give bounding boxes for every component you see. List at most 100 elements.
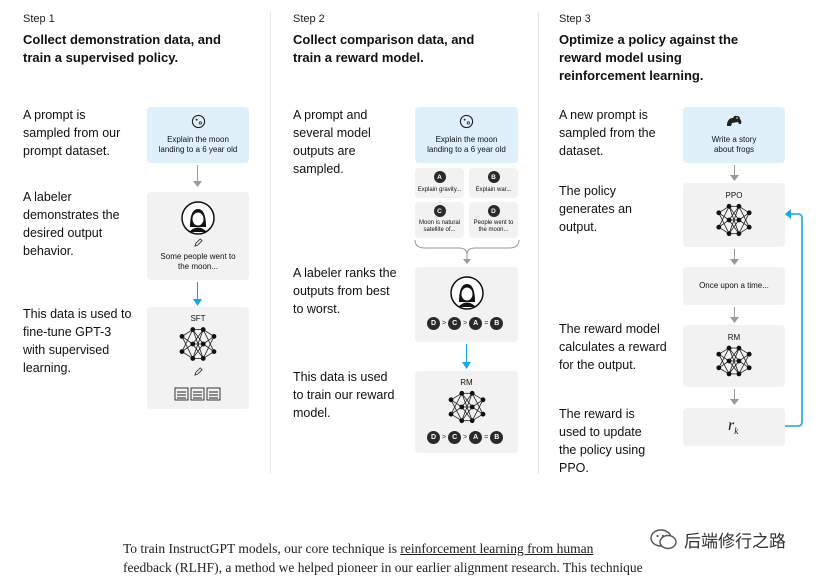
arrowhead-step3-d	[730, 399, 739, 405]
step1-demo-text: Some people went to the moon...	[160, 252, 236, 271]
step3-output-box: Once upon a time...	[683, 267, 785, 305]
output-d-box: D People went to the moon...	[469, 202, 518, 238]
arrow-step1-a	[197, 165, 198, 185]
step1-title: Collect demonstration data, and train a …	[23, 32, 221, 65]
rank-item: C	[448, 317, 462, 330]
rm-neural-net-icon	[448, 390, 486, 424]
step3-output-text: Once upon a time...	[699, 281, 769, 290]
arrowhead-step1-b	[193, 299, 202, 306]
rank-item: C	[448, 431, 462, 444]
step1-desc-finetune: This data is used to fine-tune GPT-3 wit…	[23, 307, 132, 375]
rm-label: RM	[460, 378, 473, 387]
step3-ppo-box: PPO	[683, 183, 785, 247]
step2-desc-train: This data is used to train our reward mo…	[293, 370, 395, 420]
step3-desc-policy: The policy generates an output.	[559, 184, 632, 234]
output-b-text: Explain war...	[475, 187, 512, 193]
reward-r: r	[728, 417, 735, 434]
arrowhead-step3-a	[730, 175, 739, 181]
step1-demo-box: Some people went to the moon...	[147, 192, 249, 280]
step2-desc-rank: A labeler ranks the outputs from best to…	[293, 266, 397, 316]
rank-item: A	[469, 317, 483, 330]
rank-op: >	[442, 434, 447, 441]
output-a-text: Explain gravity...	[417, 187, 462, 193]
moon-icon	[191, 114, 206, 129]
ranking-row: D > C > A = B	[427, 317, 504, 330]
rank-item: A	[469, 431, 483, 444]
rank-item: D	[427, 317, 440, 330]
rank-op: >	[463, 320, 468, 327]
arrowhead-step3-b	[730, 259, 739, 265]
step3-number: Step 3	[559, 13, 591, 25]
step2-desc-sampled: A prompt and several model outputs are s…	[293, 108, 371, 176]
pencil-icon	[194, 238, 203, 247]
rank-item: D	[427, 431, 440, 444]
body-line1-text: To train InstructGPT models, our core te…	[123, 541, 401, 556]
step2-rm-box: RM D > C > A = B	[415, 371, 518, 453]
sft-neural-net-icon	[179, 327, 217, 361]
output-c-badge: C	[433, 205, 446, 217]
output-d-text: People went to the moon...	[473, 220, 514, 233]
step2-title: Collect comparison data, and train a rew…	[293, 32, 475, 65]
watermark-text: 后端修行之路	[684, 532, 786, 551]
frog-icon	[727, 115, 742, 126]
arrow-step3-d	[734, 389, 735, 401]
step2-prompt-box: Explain the moon landing to a 6 year old	[415, 107, 518, 163]
rlhf-link[interactable]: reinforcement learning from human	[400, 541, 594, 556]
ppo-label: PPO	[725, 191, 743, 200]
arrow-step3-a	[734, 165, 735, 177]
body-paragraph: To train InstructGPT models, our core te…	[123, 539, 703, 577]
rank-op: >	[442, 320, 447, 327]
output-b-box: B Explain war...	[469, 168, 518, 198]
arrow-step2-b	[466, 344, 467, 364]
arrowhead-step3-c	[730, 317, 739, 323]
step1-prompt-box: Explain the moon landing to a 6 year old	[147, 107, 249, 163]
step3-desc-prompt: A new prompt is sampled from the dataset…	[559, 108, 656, 158]
step1-prompt-text: Explain the moon landing to a 6 year old	[158, 135, 238, 154]
watermark: 后端修行之路	[650, 527, 786, 552]
bracket-outputs	[414, 239, 520, 264]
arrowhead-step1-a	[193, 181, 202, 187]
output-b-badge: B	[487, 171, 500, 183]
arrow-step1-b	[197, 282, 198, 300]
labeler-avatar-icon	[181, 201, 215, 235]
ranking-row: D > C > A = B	[427, 431, 504, 444]
moon-icon	[459, 114, 474, 129]
rank-item: B	[490, 317, 504, 330]
arrow-step3-c	[734, 307, 735, 319]
step1-desc-labeler: A labeler demonstrates the desired outpu…	[23, 190, 120, 258]
rm-neural-net-icon	[716, 345, 752, 377]
step2-ranking-box: D > C > A = B	[415, 267, 518, 342]
arrow-step3-b	[734, 249, 735, 261]
divider-step2-step3	[538, 12, 539, 474]
labeler-avatar-icon	[450, 276, 484, 310]
step3-rm-box: RM	[683, 325, 785, 387]
body-line2-text: feedback (RLHF), a method we helped pion…	[123, 560, 643, 575]
step2-prompt-text: Explain the moon landing to a 6 year old	[427, 135, 506, 154]
step3-prompt-text: Write a story about frogs	[711, 135, 757, 154]
step3-desc-reward: The reward model calculates a reward for…	[559, 322, 667, 372]
rank-op: =	[484, 434, 489, 441]
rank-op: >	[463, 434, 468, 441]
rank-op: =	[484, 320, 489, 327]
rm-label: RM	[727, 333, 741, 342]
step1-number: Step 1	[23, 13, 55, 25]
output-c-text: Moon is natural satellite of...	[418, 220, 461, 233]
step3-desc-update: The reward is used to update the policy …	[559, 407, 646, 475]
rank-item: B	[490, 431, 504, 444]
ppo-neural-net-icon	[716, 203, 752, 237]
wechat-icon	[650, 528, 677, 549]
output-c-box: C Moon is natural satellite of...	[415, 202, 464, 238]
step3-title: Optimize a policy against the reward mod…	[559, 32, 739, 83]
sft-label: SFT	[190, 314, 206, 323]
output-a-badge: A	[433, 171, 446, 183]
feedback-loop-arrow	[785, 209, 803, 427]
output-a-box: A Explain gravity...	[415, 168, 464, 198]
step1-sft-box: SFT	[147, 307, 249, 409]
arrowhead-step2-b	[462, 362, 471, 369]
step2-number: Step 2	[293, 13, 325, 25]
step3-reward-box: rk	[683, 408, 785, 446]
divider-step1-step2	[270, 12, 271, 474]
step1-desc-prompt: A prompt is sampled from our prompt data…	[23, 108, 121, 158]
output-d-badge: D	[487, 205, 500, 217]
reward-symbol: rk	[728, 417, 738, 436]
